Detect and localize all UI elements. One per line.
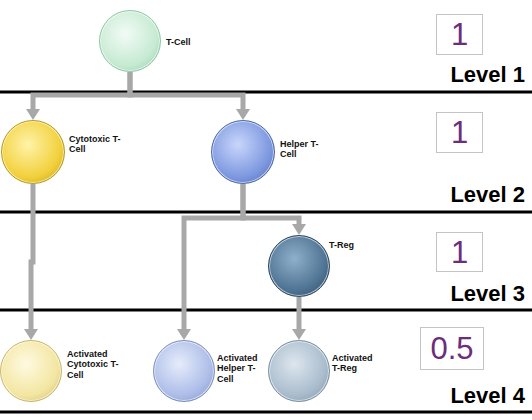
connector-line bbox=[184, 184, 243, 329]
connector-line bbox=[31, 184, 33, 329]
arrow-head bbox=[177, 329, 191, 340]
divider-line bbox=[0, 309, 532, 312]
score-box: 1 bbox=[436, 14, 483, 55]
cell-circle: Cytotoxic T-Cell bbox=[1, 120, 65, 184]
cell-label: Activated Helper T-Cell bbox=[217, 353, 267, 384]
cell-label: Helper T-Cell bbox=[280, 139, 328, 160]
arrow-head bbox=[26, 109, 40, 120]
connector-arrow bbox=[243, 184, 306, 235]
level-label: Level 4 bbox=[450, 385, 525, 407]
connector-arrow bbox=[177, 184, 243, 340]
connector-line bbox=[243, 184, 299, 224]
connector-arrow bbox=[130, 72, 250, 120]
cell-label: Cytotoxic T-Cell bbox=[69, 134, 121, 155]
connector-line bbox=[297, 297, 302, 329]
cell-label: Activated T-Reg bbox=[332, 353, 382, 374]
connector-line bbox=[33, 72, 130, 109]
connector-arrow bbox=[26, 72, 130, 120]
score-box: 1 bbox=[436, 112, 483, 153]
cell-circle: Activated Cytotoxic T-Cell bbox=[0, 340, 62, 402]
divider-line bbox=[0, 211, 532, 214]
connector-arrow bbox=[24, 184, 38, 340]
connector-line bbox=[130, 72, 243, 109]
cell-circle: T-Cell bbox=[99, 10, 161, 72]
cell-label: Activated Cytotoxic T-Cell bbox=[67, 349, 127, 380]
arrow-head bbox=[292, 329, 306, 340]
arrow-head bbox=[292, 224, 306, 235]
score-value: 1 bbox=[451, 117, 468, 148]
cell-label: T-Reg bbox=[329, 240, 374, 250]
score-value: 1 bbox=[451, 19, 468, 50]
cell-circle: Activated Helper T-Cell bbox=[153, 340, 215, 402]
cell-circle: T-Reg bbox=[268, 235, 330, 297]
cell-circle: Activated T-Reg bbox=[268, 340, 330, 402]
score-value: 0.5 bbox=[430, 333, 473, 364]
score-value: 1 bbox=[451, 237, 468, 268]
level-label: Level 1 bbox=[450, 64, 525, 86]
level-label: Level 2 bbox=[450, 184, 525, 206]
divider-line bbox=[0, 411, 532, 414]
arrow-head bbox=[236, 109, 250, 120]
cell-circle: Helper T-Cell bbox=[211, 120, 275, 184]
connector-arrow bbox=[292, 297, 306, 340]
score-box: 1 bbox=[436, 232, 483, 272]
score-box: 0.5 bbox=[420, 327, 484, 370]
level-label: Level 3 bbox=[450, 283, 525, 305]
arrow-head bbox=[24, 329, 38, 340]
cell-label: T-Cell bbox=[166, 37, 236, 47]
